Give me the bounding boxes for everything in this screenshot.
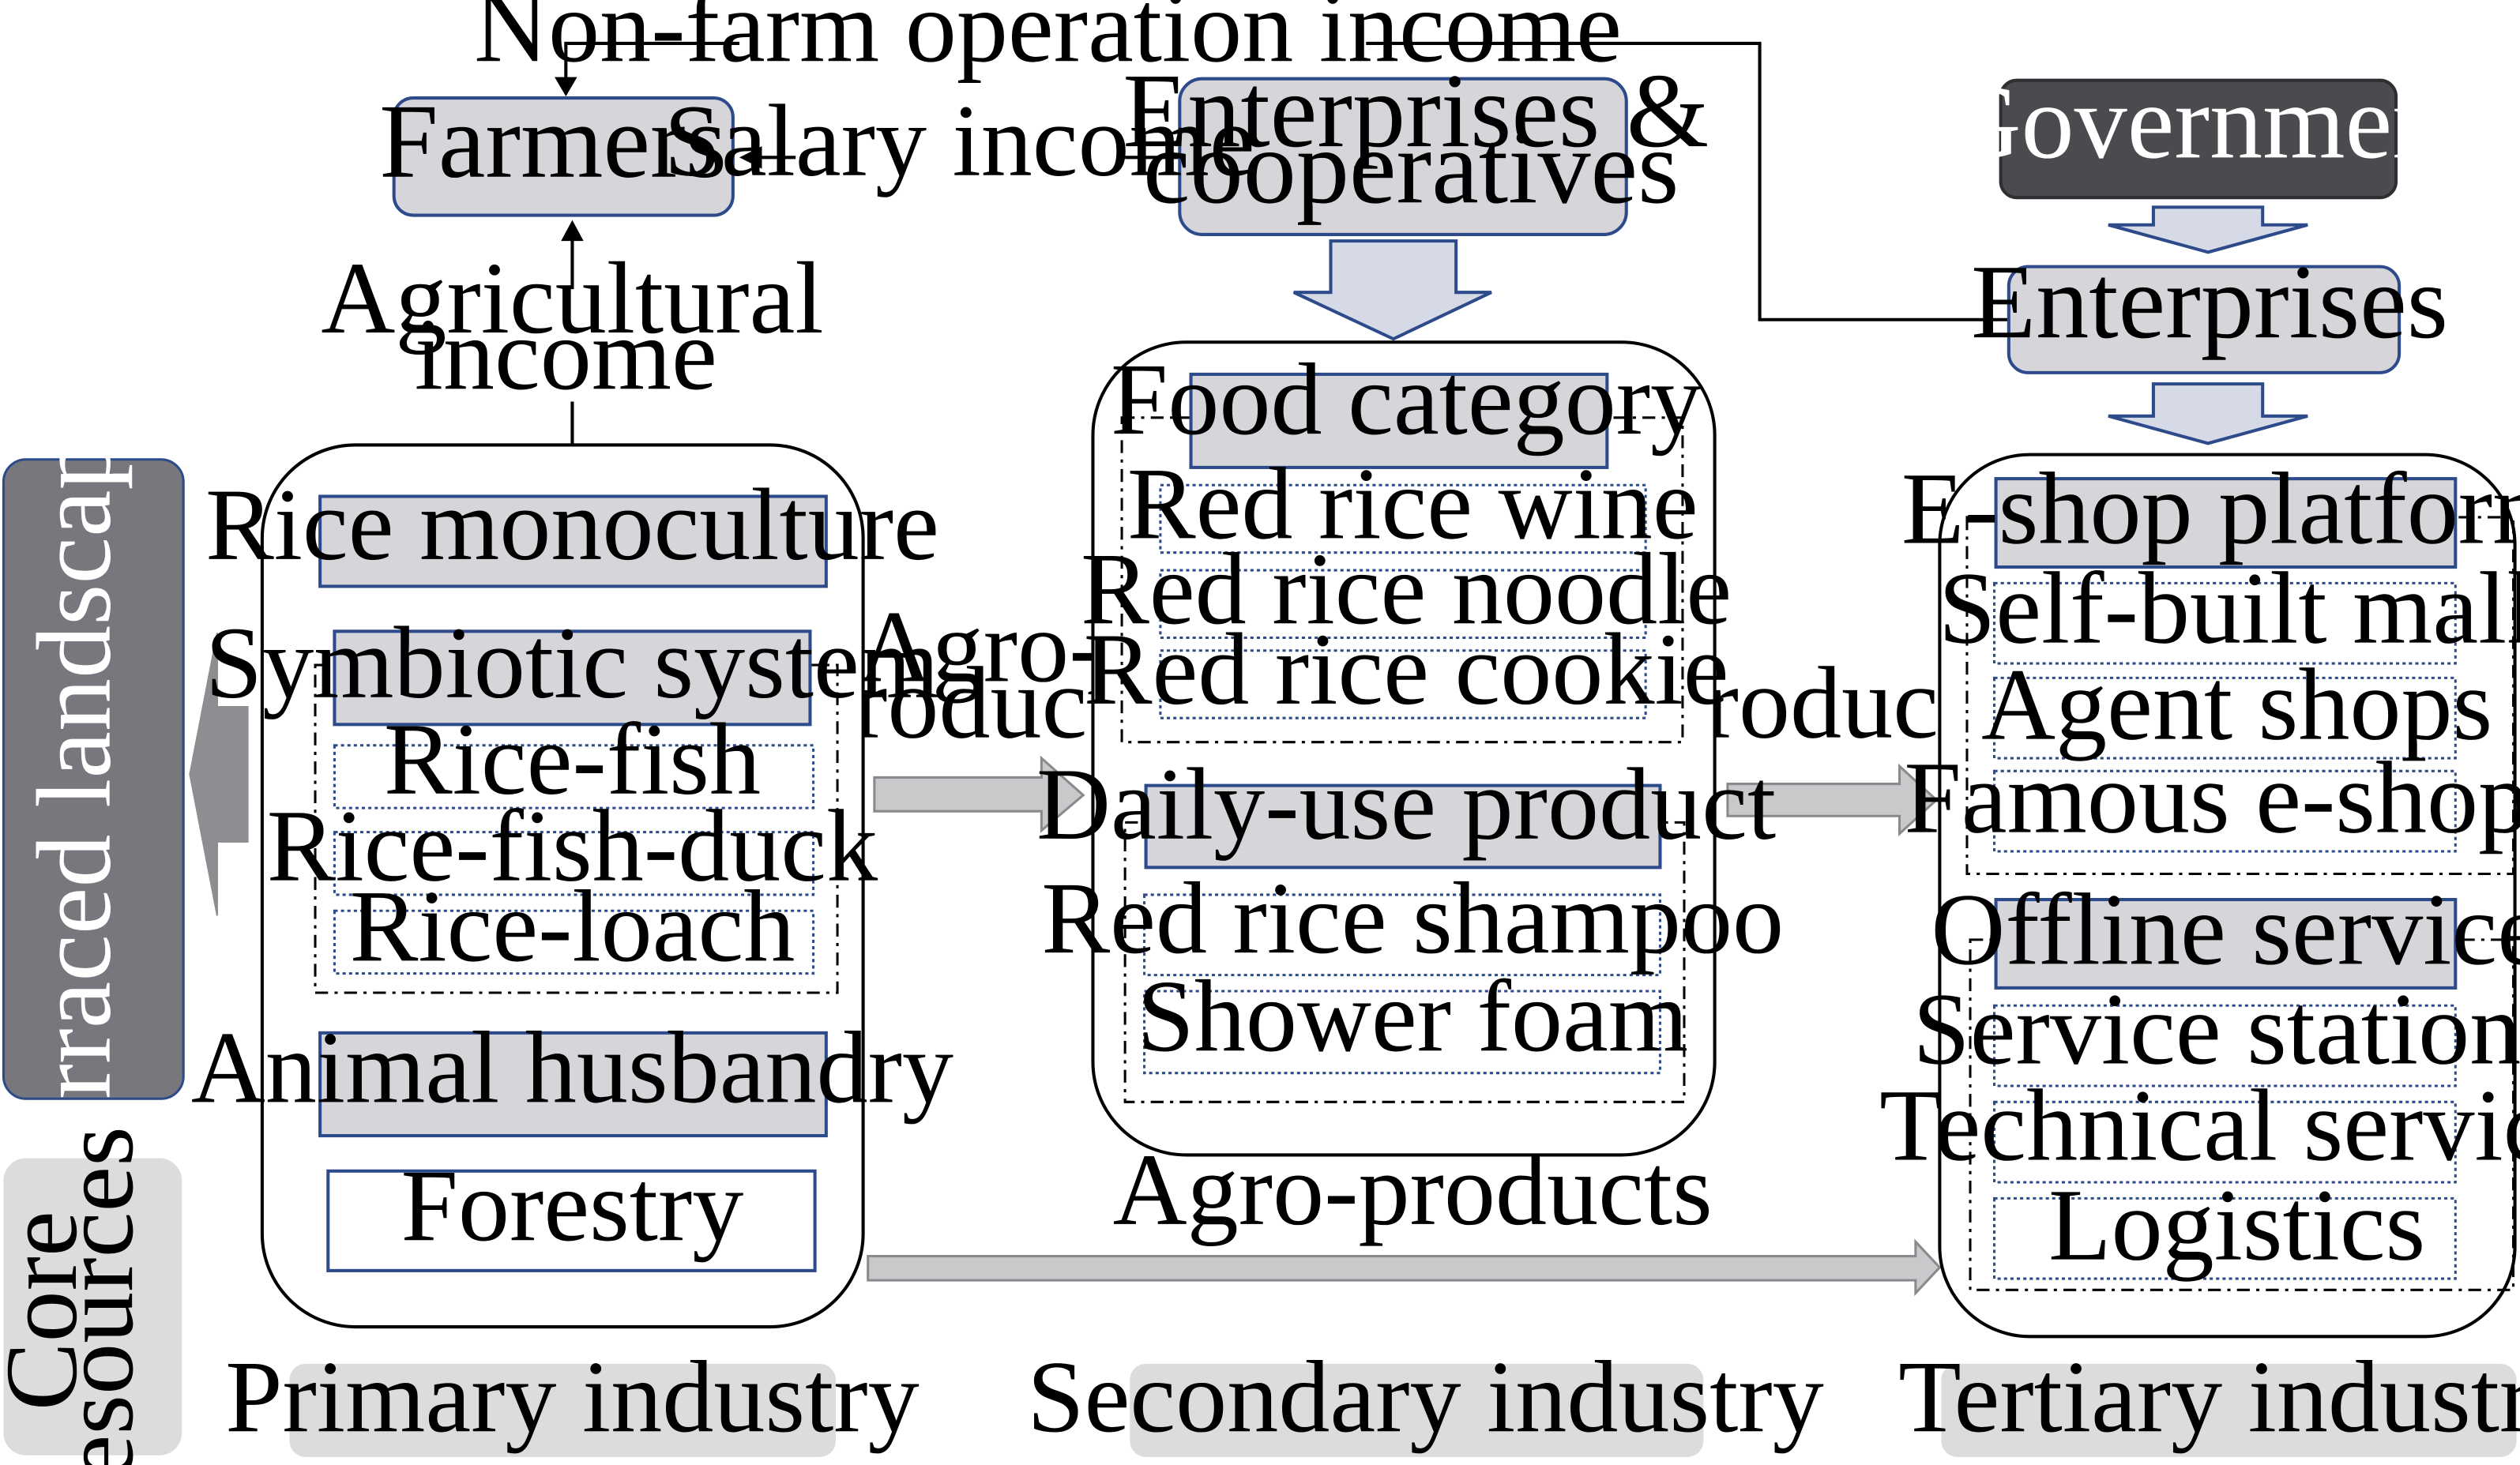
non-farm-income-label: Non-farm operation income xyxy=(474,0,1622,84)
core-resources-line2: resources xyxy=(41,1126,155,1465)
red-rice-shampoo-box: Red rice shampoo xyxy=(1041,862,1784,977)
rice-loach-box: Rice-loach xyxy=(333,870,815,983)
arrowhead-into-farmers-right xyxy=(739,146,762,169)
food-category-box: Food category xyxy=(1111,343,1702,469)
right-arrow-primary-to-secondary xyxy=(873,755,1085,833)
government-box: Government xyxy=(1945,63,2475,200)
animal-husbandry-box: Animal husbandry xyxy=(191,1011,953,1138)
red-rice-noodle-label: Red rice noodle xyxy=(1081,532,1732,646)
enterprises-cooperatives-box: Enterprises & cooperatives xyxy=(1123,52,1709,236)
red-rice-wine-label: Red rice wine xyxy=(1127,447,1698,561)
symbiotic-system-label: Symbiotic system xyxy=(205,607,939,720)
down-arrow-tertiary xyxy=(2108,382,2308,445)
agricultural-income-label-line1: Agricultural xyxy=(321,242,823,355)
animal-husbandry-label: Animal husbandry xyxy=(191,1011,953,1125)
technical-service-box: Technical service xyxy=(1879,1069,2520,1184)
forestry-label: Forestry xyxy=(401,1149,744,1263)
technical-service-label: Technical service xyxy=(1879,1069,2520,1183)
tertiary-industry-label-box: Tertiary industry xyxy=(1898,1340,2520,1457)
self-built-mall-box: Self-built mall xyxy=(1939,552,2520,666)
red-rice-cookie-label: Red rice cookie xyxy=(1084,613,1729,727)
agro-products-label-line1: Agro- xyxy=(858,590,1104,704)
right-arrow-primary-to-tertiary xyxy=(867,1238,1942,1297)
secondary-industry-label-box: Secondary industry xyxy=(1027,1340,1824,1457)
left-arrow-to-landscape xyxy=(189,633,249,916)
enterprises-coops-line1: Enterprises & xyxy=(1123,52,1709,170)
service-stations-label: Service stations xyxy=(1913,973,2520,1087)
down-arrow-secondary xyxy=(1292,239,1492,341)
enterprises-box: Enterprises xyxy=(1971,243,2448,374)
famous-eshops-box: Famous e-shops xyxy=(1904,742,2520,855)
offline-service-label: Offline service xyxy=(1931,873,2520,986)
terraced-landscape-label: Terraced landscape xyxy=(16,390,134,1204)
logistics-box: Logistics xyxy=(1993,1169,2457,1283)
enterprises-label: Enterprises xyxy=(1971,243,2448,361)
tertiary-industry-label: Tertiary industry xyxy=(1898,1340,2520,1454)
arrowhead-into-farmers-top xyxy=(555,77,577,97)
down-arrow-government xyxy=(2108,205,2308,254)
shower-foam-label: Shower foam xyxy=(1137,960,1688,1073)
daily-use-product-label: Daily-use product xyxy=(1036,748,1776,862)
rice-loach-label: Rice-loach xyxy=(350,870,795,983)
primary-industry-label-box: Primary industry xyxy=(225,1340,920,1457)
famous-eshops-label: Famous e-shops xyxy=(1904,742,2520,855)
red-rice-shampoo-label: Red rice shampoo xyxy=(1041,862,1784,975)
rice-fish-label: Rice-fish xyxy=(384,703,761,817)
non-farm-income-line xyxy=(1366,41,2009,321)
food-category-label: Food category xyxy=(1111,343,1702,456)
rice-fish-duck-box: Rice-fish-duck xyxy=(267,790,878,903)
secondary-industry-container: Food category Red rice wine Red rice noo… xyxy=(1036,340,1784,1157)
agricultural-income-label-line2: income xyxy=(415,298,717,411)
red-rice-cookie-box: Red rice cookie xyxy=(1084,613,1729,727)
right-arrow-secondary-to-tertiary xyxy=(1726,763,1939,837)
rice-fish-box: Rice-fish xyxy=(333,703,815,817)
primary-industry-container: Rice monoculture Symbiotic system Rice-f… xyxy=(191,443,953,1329)
agent-shops-box: Agent shops xyxy=(1981,648,2492,762)
secondary-industry-label: Secondary industry xyxy=(1027,1340,1824,1454)
non-farm-income-line-left xyxy=(564,41,739,84)
arrowhead-into-farmers-bottom xyxy=(561,220,584,242)
rice-monoculture-label: Rice monoculture xyxy=(205,468,939,582)
offline-service-box: Offline service xyxy=(1931,873,2520,990)
government-label: Government xyxy=(1945,63,2475,181)
eshop-platform-box: E-shop platform xyxy=(1901,452,2520,569)
terraced-landscape-panel: Terraced landscape xyxy=(2,390,185,1204)
farmers-box: Farmers xyxy=(379,83,735,217)
red-rice-wine-box: Red rice wine xyxy=(1127,447,1698,561)
logistics-label: Logistics xyxy=(2048,1169,2425,1283)
core-resources-panel: Core resources xyxy=(0,1126,182,1465)
core-resources-line1: Core xyxy=(0,1211,99,1411)
shower-foam-box: Shower foam xyxy=(1137,960,1688,1075)
salary-income-label: Salary income xyxy=(664,85,1255,198)
primary-industry-label: Primary industry xyxy=(225,1340,920,1454)
rice-fish-duck-label: Rice-fish-duck xyxy=(267,790,878,903)
symbiotic-system-box: Symbiotic system xyxy=(205,607,939,727)
self-built-mall-label: Self-built mall xyxy=(1939,552,2520,666)
tertiary-industry-container: E-shop platform Self-built mall Agent sh… xyxy=(1879,452,2520,1339)
forestry-box: Forestry xyxy=(326,1149,817,1272)
red-rice-noodle-box: Red rice noodle xyxy=(1081,532,1732,646)
rice-monoculture-box: Rice monoculture xyxy=(205,468,939,588)
agent-shops-label: Agent shops xyxy=(1981,648,2492,762)
eshop-platform-label: E-shop platform xyxy=(1901,452,2520,565)
daily-use-product-box: Daily-use product xyxy=(1036,748,1776,870)
service-stations-box: Service stations xyxy=(1913,973,2520,1087)
farmers-label: Farmers xyxy=(379,83,727,201)
enterprises-coops-line2: cooperatives xyxy=(1143,108,1679,226)
